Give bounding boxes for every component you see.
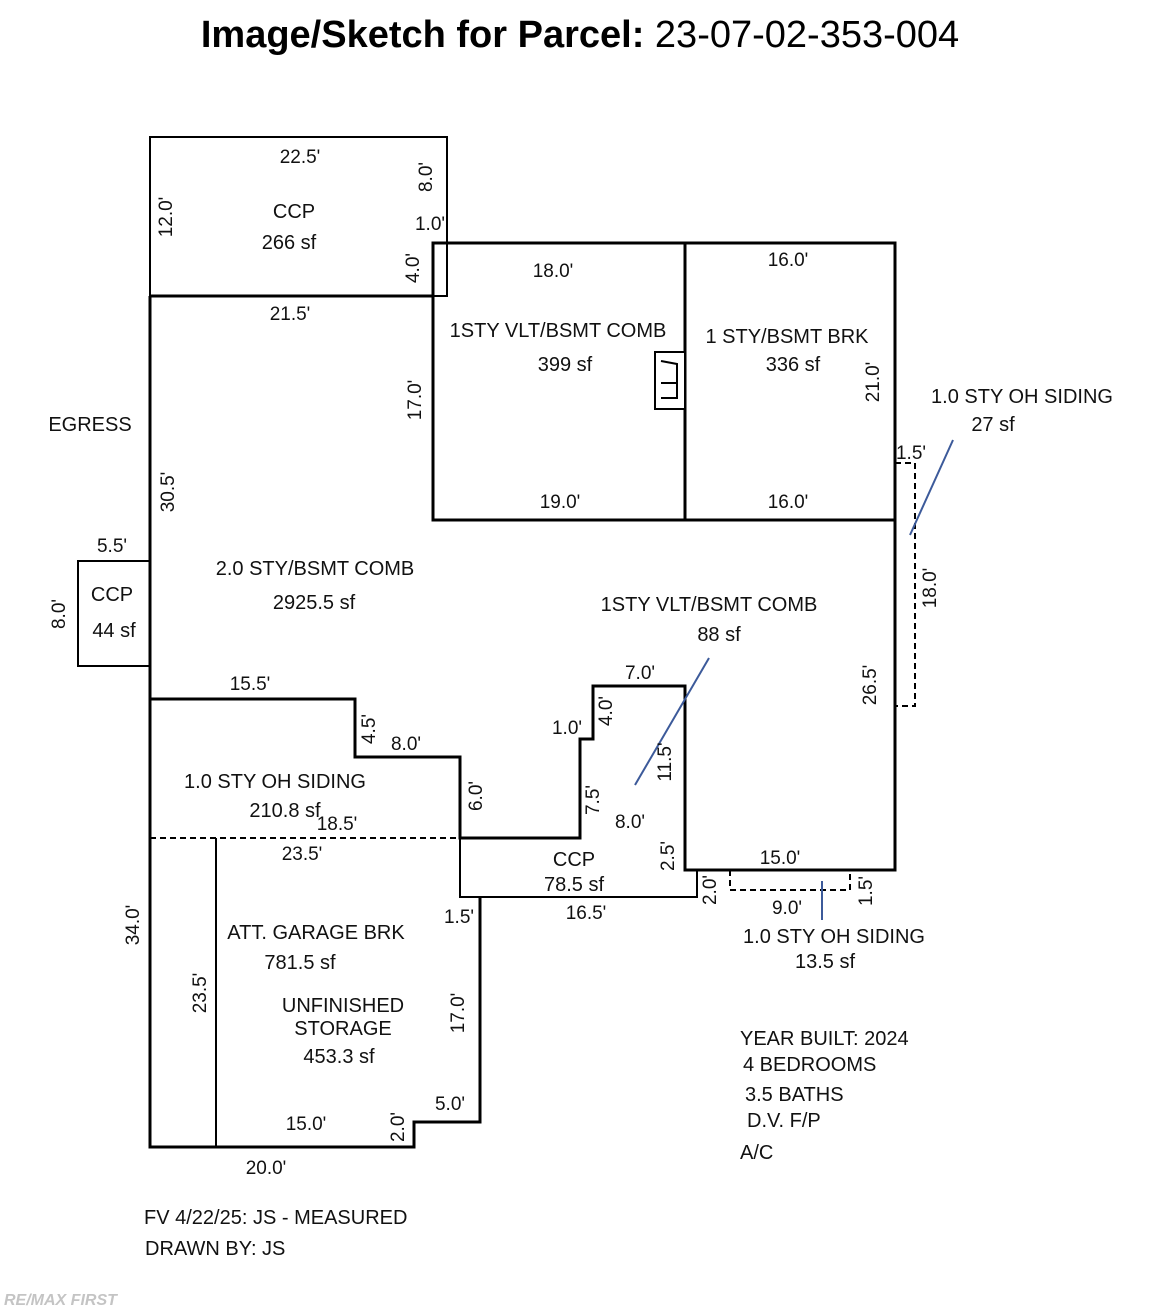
dim-label: 12.0' [156, 197, 177, 238]
dim-label: 4.0' [403, 253, 424, 283]
dim-label: 15.0' [760, 848, 801, 869]
area-label-vlt-bsmt: 1STY VLT/BSMT COMB [450, 320, 667, 342]
parcel-number: 23-07-02-353-004 [654, 14, 960, 56]
area-size-ccp-bottom: 78.5 sf [544, 874, 604, 896]
dim-label: 1.5' [896, 443, 926, 464]
dim-label: 1.0' [415, 214, 445, 235]
area-label-garage: ATT. GARAGE BRK [227, 922, 405, 944]
watermark: RE/MAX FIRST [4, 1292, 118, 1308]
note-ac: A/C [740, 1142, 773, 1164]
area-size-oh-siding-left: 210.8 sf [249, 800, 321, 822]
dim-label: 18.0' [920, 568, 941, 609]
note-field-visit: FV 4/22/25: JS - MEASURED [144, 1207, 407, 1229]
area-label-vlt-small: 1STY VLT/BSMT COMB [601, 594, 818, 616]
area-size-vlt-small: 88 sf [697, 624, 741, 646]
dim-label: 22.5' [280, 147, 321, 168]
dim-label: 18.5' [317, 814, 358, 835]
area-label-ccp-top: CCP [273, 201, 315, 223]
area-label-main: 2.0 STY/BSMT COMB [216, 558, 415, 580]
area-size-vlt-bsmt: 399 sf [538, 354, 593, 376]
dim-label: 2.5' [658, 841, 679, 871]
main-house-outline [148, 241, 897, 872]
area-label-bsmt-brk: 1 STY/BSMT BRK [705, 326, 869, 348]
area-label-oh-siding-right: 1.0 STY OH SIDING [931, 386, 1113, 408]
area-label-oh-siding-bottom: 1.0 STY OH SIDING [743, 926, 925, 948]
dim-label: 4.0' [596, 696, 617, 726]
label-egress: EGRESS [48, 414, 131, 436]
dim-label: 9.0' [772, 898, 802, 919]
dim-label: 2.0' [388, 1112, 409, 1142]
dim-label: 18.0' [533, 261, 574, 282]
dim-label: 17.0' [405, 380, 426, 421]
oh-siding-bottom-outline [729, 870, 851, 891]
note-fireplace: D.V. F/P [747, 1110, 821, 1132]
area-size-garage: 781.5 sf [264, 952, 336, 974]
dim-label: 1.0' [552, 718, 582, 739]
area-label-storage-2: STORAGE [294, 1018, 391, 1040]
rear-wing-wall [431, 296, 895, 522]
note-baths: 3.5 BATHS [745, 1084, 844, 1106]
dim-label: 6.0' [466, 781, 487, 811]
dim-label: 8.0' [49, 599, 70, 629]
dim-label: 34.0' [123, 905, 144, 946]
area-size-ccp-left: 44 sf [92, 620, 136, 642]
fireplace-icon [654, 351, 686, 410]
ccp-left-outline [77, 560, 151, 667]
ccp-bottom-outline [459, 838, 698, 898]
area-size-bsmt-brk: 336 sf [766, 354, 821, 376]
area-size-main: 2925.5 sf [273, 592, 356, 614]
dim-label: 15.5' [230, 674, 271, 695]
area-size-oh-siding-right: 27 sf [971, 414, 1015, 436]
dim-label: 17.0' [448, 993, 469, 1034]
dim-label: 21.5' [270, 304, 311, 325]
note-year-built: YEAR BUILT: 2024 [740, 1028, 909, 1050]
area-label-storage-1: UNFINISHED [282, 995, 404, 1017]
title-prefix: Image/Sketch for Parcel: [200, 14, 645, 56]
leader-line-vlt-small [634, 657, 710, 786]
dim-label: 5.0' [435, 1094, 465, 1115]
dim-label: 8.0' [391, 734, 421, 755]
dim-label: 7.0' [625, 663, 655, 684]
dim-label: 8.0' [416, 162, 437, 192]
dim-label: 16.0' [768, 250, 809, 271]
area-size-oh-siding-bottom: 13.5 sf [795, 951, 855, 973]
area-label-oh-siding-left: 1.0 STY OH SIDING [184, 771, 366, 793]
area-label-ccp-bottom: CCP [553, 849, 595, 871]
dim-label: 23.5' [282, 844, 323, 865]
dim-label: 1.5' [444, 907, 474, 928]
dim-label: 30.5' [158, 472, 179, 513]
dim-label: 15.0' [286, 1114, 327, 1135]
dim-label: 8.0' [615, 812, 645, 833]
dim-label: 16.5' [566, 903, 607, 924]
dim-label: 1.5' [856, 876, 877, 906]
page-title: Image/Sketch for Parcel: 23-07-02-353-00… [0, 14, 1160, 57]
note-bedrooms: 4 BEDROOMS [743, 1054, 876, 1076]
dim-label: 26.5' [860, 665, 881, 706]
leader-line-oh-right [909, 439, 954, 536]
dim-label: 4.5' [359, 714, 380, 744]
dim-label: 19.0' [540, 492, 581, 513]
area-label-ccp-left: CCP [91, 584, 133, 606]
dim-label: 5.5' [97, 536, 127, 557]
area-size-storage: 453.3 sf [303, 1046, 375, 1068]
dim-label: 7.5' [583, 785, 604, 815]
garage-outline [148, 699, 482, 1149]
dim-label: 16.0' [768, 492, 809, 513]
note-drawn-by: DRAWN BY: JS [145, 1238, 285, 1260]
dim-label: 21.0' [863, 362, 884, 403]
dim-label: 23.5' [190, 973, 211, 1014]
oh-siding-right-outline [895, 462, 916, 707]
area-size-ccp-top: 266 sf [262, 232, 317, 254]
dim-label: 11.5' [655, 742, 676, 781]
dim-label: 20.0' [246, 1158, 287, 1179]
dim-label: 2.0' [700, 875, 721, 905]
